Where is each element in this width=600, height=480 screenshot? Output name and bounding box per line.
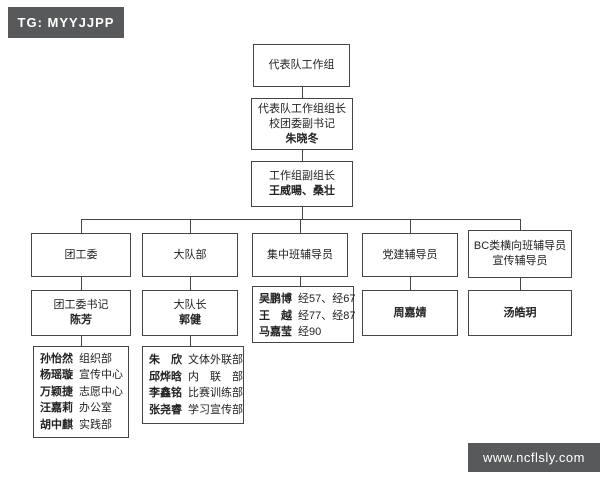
- connector-line: [302, 87, 303, 98]
- connector-line: [302, 207, 303, 219]
- member-row: 胡中麒 实践部: [40, 417, 112, 434]
- box-branch-class-counselors: 集中班辅导员: [252, 233, 348, 277]
- role-line: 代表队工作组组长: [258, 102, 346, 115]
- box-youth-league-members: 孙怡然 组织部 杨瑶璇 宣传中心 万颖捷 志愿中心 汪嘉莉 办公室 胡中麒 实践…: [33, 346, 129, 438]
- connector-line: [520, 219, 521, 230]
- member-row: 邱烨晗 内 联 部: [149, 369, 243, 386]
- member-row: 朱 欣 文体外联部: [149, 352, 243, 369]
- box-work-group: 代表队工作组: [253, 44, 350, 87]
- box-brigade-members: 朱 欣 文体外联部 邱烨晗 内 联 部 李鑫铭 比赛训练部 张尧睿 学习宣传部: [142, 346, 244, 424]
- person-name: 王威暘、桑壮: [269, 185, 335, 197]
- member-row: 李鑫铭 比赛训练部: [149, 385, 243, 402]
- department: 志愿中心: [79, 385, 123, 398]
- person-name: 万颖捷: [40, 385, 73, 398]
- person-name: 朱 欣: [149, 354, 182, 366]
- department: 组织部: [79, 352, 112, 365]
- box-title: 代表队工作组: [268, 59, 335, 71]
- connector-line: [300, 219, 301, 233]
- box-branch-party-counselor: 党建辅导员: [362, 233, 458, 277]
- box-bc-counselor-name: 汤皓玥: [468, 290, 572, 336]
- person-name: 孙怡然: [40, 352, 73, 365]
- box-branch-youth-league: 团工委: [31, 233, 131, 277]
- role-line: 工作组副组长: [269, 170, 335, 182]
- class-assignment: 经90: [298, 326, 322, 338]
- connector-line: [520, 278, 521, 290]
- member-row: 孙怡然 组织部: [40, 351, 112, 368]
- person-name: 朱晓冬: [285, 132, 319, 145]
- person-name: 杨瑶璇: [40, 369, 73, 382]
- website-watermark-badge: www.ncflsly.com: [468, 443, 600, 472]
- connector-line: [190, 219, 191, 233]
- class-assignment: 经77、经87: [298, 309, 356, 322]
- department: 办公室: [79, 402, 112, 415]
- person-name: 李鑫铭: [149, 387, 182, 399]
- counselor-row: 马嘉莹 经90: [259, 324, 321, 341]
- box-party-counselor-name: 周嘉婧: [362, 290, 458, 336]
- connector-line: [410, 277, 411, 290]
- connector-line: [81, 219, 82, 233]
- department: 比赛训练部: [188, 387, 243, 399]
- connector-line: [300, 277, 301, 286]
- branch-title: 集中班辅导员: [267, 248, 333, 261]
- person-name: 张尧睿: [149, 403, 182, 416]
- person-name: 王 越: [259, 309, 292, 322]
- department: 学习宣传部: [188, 403, 243, 416]
- branch-title: BC类横向班辅导员: [473, 240, 567, 252]
- counselor-row: 吴鹏博 经57、经67: [259, 291, 355, 308]
- person-name: 陈芳: [70, 314, 92, 326]
- box-deputy-leader: 工作组副组长 王威暘、桑壮: [251, 161, 353, 207]
- connector-line: [81, 336, 82, 346]
- counselor-row: 王 越 经77、经87: [259, 308, 355, 325]
- connector-line: [410, 219, 411, 233]
- box-youth-league-secretary: 团工委书记 陈芳: [31, 290, 131, 336]
- branch-title: 团工委: [64, 248, 98, 261]
- role-line: 大队长: [173, 299, 207, 311]
- person-name: 邱烨晗: [149, 370, 182, 383]
- member-row: 张尧睿 学习宣传部: [149, 402, 243, 419]
- box-class-counselor-list: 吴鹏博 经57、经67 王 越 经77、经87 马嘉莹 经90: [252, 286, 355, 343]
- person-name: 周嘉婧: [393, 306, 427, 319]
- connector-line: [81, 277, 82, 290]
- box-branch-bc-counselor: BC类横向班辅导员 宣传辅导员: [468, 230, 572, 278]
- member-row: 汪嘉莉 办公室: [40, 400, 112, 417]
- connector-line: [190, 277, 191, 290]
- branch-title: 党建辅导员: [382, 248, 438, 261]
- box-branch-brigade: 大队部: [142, 233, 238, 277]
- connector-line: [190, 336, 191, 346]
- branch-title: 大队部: [173, 248, 207, 261]
- box-group-leader: 代表队工作组组长 校团委副书记 朱晓冬: [251, 98, 353, 150]
- person-name: 郭健: [179, 314, 201, 326]
- branch-title: 宣传辅导员: [492, 255, 548, 267]
- connector-line: [302, 150, 303, 161]
- department: 实践部: [79, 418, 112, 431]
- box-brigade-captain: 大队长 郭健: [142, 290, 238, 336]
- department: 内 联 部: [188, 370, 243, 383]
- telegram-watermark-badge: TG: MYYJJPP: [8, 7, 124, 38]
- person-name: 吴鹏博: [259, 293, 292, 305]
- person-name: 汤皓玥: [503, 306, 537, 319]
- person-name: 汪嘉莉: [40, 402, 73, 415]
- role-line: 团工委书记: [53, 299, 109, 311]
- member-row: 杨瑶璇 宣传中心: [40, 367, 123, 384]
- department: 文体外联部: [188, 354, 243, 366]
- person-name: 马嘉莹: [259, 326, 292, 338]
- person-name: 胡中麒: [40, 418, 73, 431]
- role-line: 校团委副书记: [269, 117, 335, 130]
- connector-line: [81, 219, 521, 220]
- member-row: 万颖捷 志愿中心: [40, 384, 123, 401]
- department: 宣传中心: [79, 369, 123, 382]
- class-assignment: 经57、经67: [298, 293, 356, 305]
